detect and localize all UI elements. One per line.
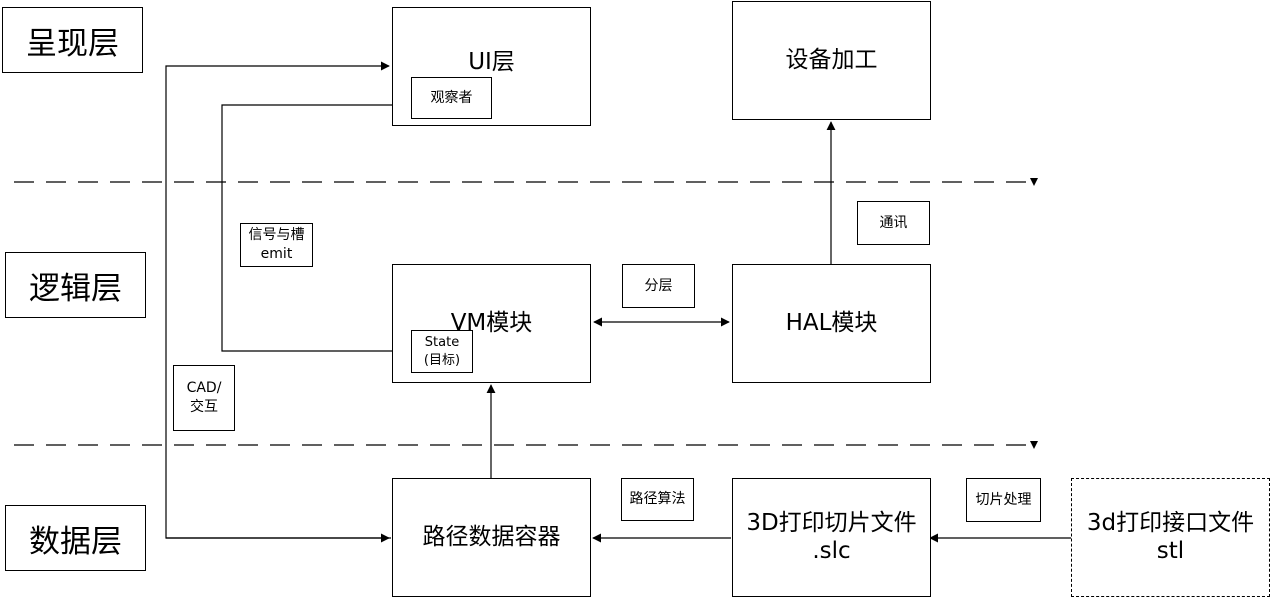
slice-file-block: 3D打印切片文件 .slc	[732, 478, 931, 597]
state-target-tag: State (目标)	[411, 330, 473, 373]
layering-tag: 分层	[622, 264, 695, 308]
arrow-path-to-ui	[165, 61, 391, 539]
hal-module-block: HAL模块	[732, 264, 931, 383]
path-data-container-block: 路径数据容器	[392, 478, 591, 597]
device-processing-block: 设备加工	[732, 1, 931, 120]
cad-interaction-tag: CAD/ 交互	[173, 365, 235, 431]
observer-tag: 观察者	[411, 77, 492, 119]
slicing-process-tag: 切片处理	[966, 478, 1041, 522]
layer-label-logic: 逻辑层	[5, 252, 146, 318]
signal-slot-tag: 信号与槽 emit	[240, 223, 313, 267]
layer-label-data: 数据层	[5, 505, 146, 571]
communication-tag: 通讯	[857, 201, 930, 245]
stl-interface-file-block: 3d打印接口文件 stl	[1071, 478, 1270, 597]
arrow-state-to-observer	[221, 100, 411, 352]
layer-label-presentation: 呈现层	[2, 7, 143, 73]
path-algorithm-tag: 路径算法	[621, 478, 694, 521]
